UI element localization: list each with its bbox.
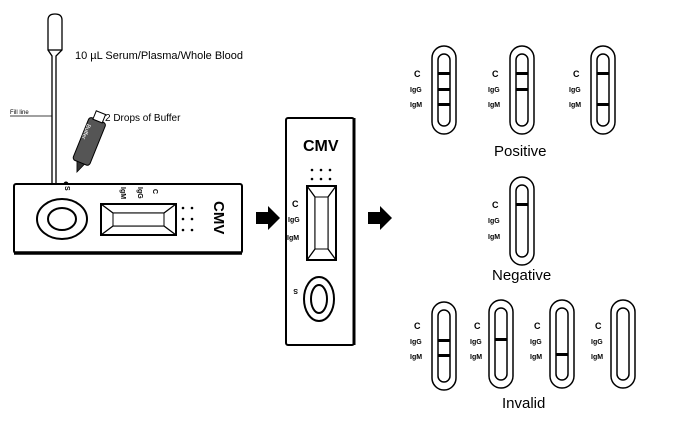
positive-caption: Positive bbox=[494, 143, 547, 160]
step1-cassette bbox=[13, 183, 243, 255]
step2-marker-c: C bbox=[292, 199, 299, 209]
pos2-label-c: C bbox=[492, 69, 499, 79]
pos2-label-igg: IgG bbox=[488, 87, 500, 94]
pos3-label-igg: IgG bbox=[569, 87, 581, 94]
result-invalid-1 bbox=[431, 301, 457, 391]
result-negative bbox=[509, 176, 535, 266]
neg-label-igg: IgG bbox=[488, 218, 500, 225]
inv3-label-igm: IgM bbox=[530, 354, 543, 361]
pos1-label-c: C bbox=[414, 69, 421, 79]
step2-well-label: S bbox=[293, 287, 298, 294]
step1-well-label: S bbox=[63, 186, 70, 191]
inv4-label-igm: IgM bbox=[591, 354, 604, 361]
inv1-label-igm: IgM bbox=[410, 354, 423, 361]
inv1-label-igg: IgG bbox=[410, 339, 422, 346]
step2-cassette bbox=[285, 117, 356, 346]
pos1-label-igm: IgM bbox=[410, 102, 423, 109]
inv2-label-igm: IgM bbox=[470, 354, 483, 361]
step1-cassette-title: CMV bbox=[210, 201, 227, 235]
pos2-label-igm: IgM bbox=[488, 102, 501, 109]
result-invalid-4 bbox=[610, 299, 636, 389]
pos3-label-c: C bbox=[573, 69, 580, 79]
arrow-right-icon bbox=[368, 206, 392, 230]
result-invalid-2 bbox=[488, 299, 514, 389]
inv4-label-c: C bbox=[595, 321, 602, 331]
result-positive-1 bbox=[431, 45, 457, 135]
inv3-label-igg: IgG bbox=[530, 339, 542, 346]
neg-label-igm: IgM bbox=[488, 234, 501, 241]
sample-volume-label: 10 µL Serum/Plasma/Whole Blood bbox=[75, 50, 243, 62]
negative-caption: Negative bbox=[492, 267, 552, 284]
result-positive-2 bbox=[509, 45, 535, 135]
inv2-label-igg: IgG bbox=[470, 339, 482, 346]
inv3-label-c: C bbox=[534, 321, 541, 331]
pipette-icon bbox=[47, 13, 63, 195]
fill-line-label: Fill line bbox=[10, 110, 29, 116]
inv4-label-igg: IgG bbox=[591, 339, 603, 346]
inv2-label-c: C bbox=[474, 321, 481, 331]
step1-marker-igg: IgG bbox=[136, 187, 143, 199]
step1-marker-igm: IgM bbox=[119, 187, 126, 200]
invalid-caption: Invalid bbox=[502, 395, 546, 412]
step1-marker-c: C bbox=[151, 189, 158, 195]
step2-cassette-title: CMV bbox=[303, 138, 339, 155]
step2-marker-igm: IgM bbox=[287, 235, 300, 242]
pos3-label-igm: IgM bbox=[569, 102, 582, 109]
pos1-label-igg: IgG bbox=[410, 87, 422, 94]
step2-marker-igg: IgG bbox=[288, 217, 300, 224]
result-invalid-3 bbox=[549, 299, 575, 389]
neg-label-c: C bbox=[492, 200, 499, 210]
result-positive-3 bbox=[590, 45, 616, 135]
arrow-right-icon bbox=[256, 206, 280, 230]
buffer-bottle-icon bbox=[72, 110, 107, 174]
inv1-label-c: C bbox=[414, 321, 421, 331]
buffer-drops-label: 2 Drops of Buffer bbox=[105, 113, 181, 124]
